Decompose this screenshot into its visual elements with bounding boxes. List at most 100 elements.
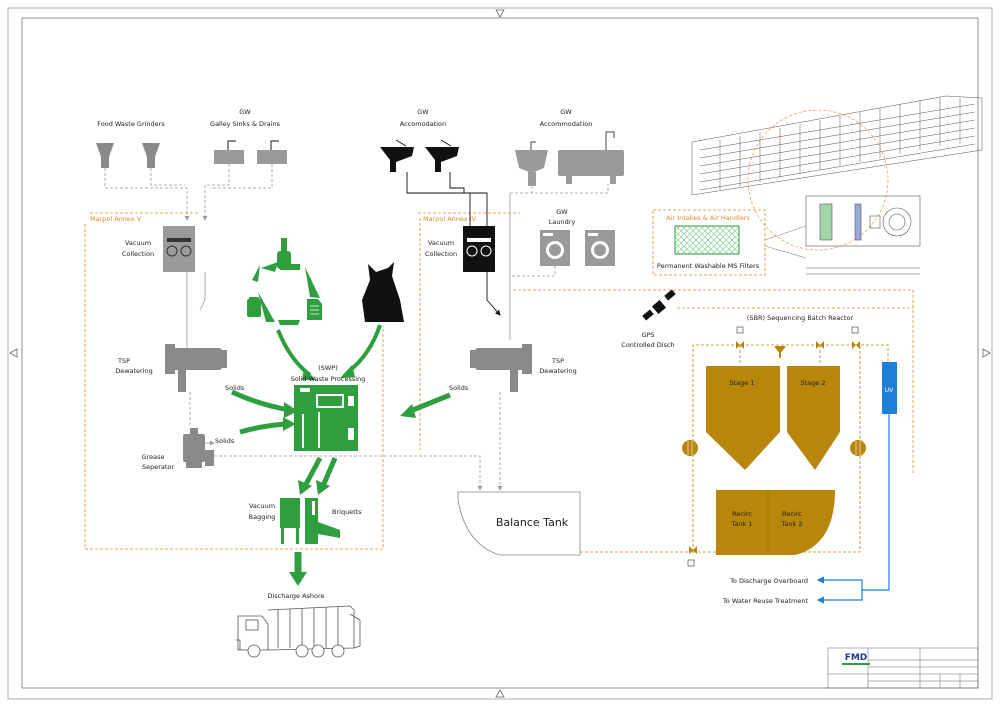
gw-galley-title: GW <box>239 108 251 116</box>
gw-laundry-title: GW <box>556 208 568 216</box>
vacuum-collection-left-icon <box>163 226 195 272</box>
vacuum-collection-right-label-1: Vacuum <box>428 239 454 247</box>
zone-borders <box>84 209 914 550</box>
balance-tank-icon <box>457 491 581 556</box>
mixer-icon <box>774 346 786 358</box>
gw-accom2-sub: Accommodation <box>540 120 593 128</box>
stage1-label: Stage 1 <box>730 379 755 387</box>
detail-callout-circle <box>747 109 889 251</box>
uv-unit <box>882 362 897 414</box>
swp-label-1: (SWP) <box>318 364 338 372</box>
vacuum-collection-right-icon <box>463 226 495 272</box>
recirc1-label-2: Tank 1 <box>731 520 753 528</box>
bathtub-icon <box>558 131 624 184</box>
gw-accom1-sub: Accomodation <box>400 120 446 128</box>
pump-icon-1 <box>682 440 698 456</box>
discharge-blue-pipes <box>816 414 890 604</box>
swp-to-briquett-arrow <box>320 457 338 487</box>
gw-laundry-sub: Laundry <box>549 218 576 226</box>
vacuum-bagging-label-2: Bagging <box>249 513 276 521</box>
vacuum-bagging-label-1: Vacuum <box>249 502 275 510</box>
solids-label-2: Solids <box>215 437 235 445</box>
briquett-arrowhead <box>316 480 330 495</box>
accom-black-pipes <box>406 172 501 316</box>
recirc-tank <box>716 490 835 555</box>
solids-arrow-2 <box>239 421 289 435</box>
vacuum-collection-left-label-1: Vacuum <box>125 239 151 247</box>
marpol-iv-label: Marpol Annex IV <box>423 215 477 223</box>
paper-icon <box>307 299 322 320</box>
accom-grey-pipes <box>510 184 609 194</box>
swp-machine-icon <box>294 385 358 451</box>
solids-label-1: Solids <box>225 384 245 392</box>
bagging-arrowhead <box>298 480 312 495</box>
valve-icons <box>689 341 860 554</box>
laundry-pipe <box>510 266 556 277</box>
toilet-icon-1 <box>380 139 414 172</box>
tsp-dewatering-left-icon <box>165 344 227 392</box>
tsp-dewatering-right-icon <box>470 344 532 392</box>
gw-galley-sub: Galley Sinks & Drains <box>210 120 281 128</box>
to-overboard-label: To Discharge Overboard <box>729 577 808 585</box>
title-block <box>827 647 979 689</box>
briquetting-icon <box>305 498 340 544</box>
briquetts-label: Briquetts <box>332 508 362 516</box>
grease-label-1: Grease <box>142 453 165 461</box>
swp-label-2: Solid Waste Processing <box>291 375 366 383</box>
washbasin-icon <box>515 141 548 186</box>
vacuum-collection-left-label-2: Collection <box>122 250 154 258</box>
gps-label-2: Controlled Disch <box>621 341 674 349</box>
stage2-label: Stage 2 <box>801 379 826 387</box>
recirc2-label-1: Recirc <box>782 510 802 518</box>
vacuum-bagging-icon <box>280 498 300 544</box>
recirc1-label-1: Recirc <box>732 510 752 518</box>
solids-arrowhead-3 <box>400 404 416 418</box>
bag-arrowhead <box>340 365 355 378</box>
discharge-ashore-label: Discharge Ashore <box>267 592 324 600</box>
to-reuse-label: To Water Reuse Treatment <box>722 597 809 605</box>
solids-label-3: Solids <box>449 384 469 392</box>
garbage-bag-icon <box>362 262 404 322</box>
sbr-label: (SBR) Sequencing Batch Reactor <box>747 314 853 322</box>
gw-accom1-title: GW <box>417 108 429 116</box>
ms-filter-icon <box>674 225 740 255</box>
galley-pipes <box>104 164 273 221</box>
satellite-icon <box>642 289 676 321</box>
galley-sink-icon-2 <box>257 140 287 164</box>
discharge-arrowhead <box>289 572 307 586</box>
vacuum-collection-right-label-2: Collection <box>425 250 457 258</box>
galley-to-grease-pipe <box>199 272 206 311</box>
fmd-logo-bar <box>842 663 870 665</box>
sheet-frame-outer <box>7 7 993 700</box>
cans-icon <box>247 297 261 317</box>
truck-icon <box>236 605 361 658</box>
pump-icon-2 <box>850 440 866 456</box>
sensor-icons <box>687 326 859 567</box>
solids-arrowhead-2 <box>283 417 296 431</box>
ms-filters-label: Permanent Washable MS Filters <box>657 262 760 270</box>
toilet-icon-2 <box>425 139 459 172</box>
tsp-left-label-2: Dewatering <box>115 367 153 375</box>
air-handler-unit-icon <box>805 195 921 275</box>
filter-callout-line <box>764 225 807 259</box>
tsp-right-label-2: Dewatering <box>539 367 577 375</box>
recycle-arrowhead <box>302 368 316 380</box>
uv-label: UV <box>885 387 894 394</box>
recirc2-label-2: Tank 2 <box>781 520 803 528</box>
grease-to-balance-pipe <box>214 455 483 491</box>
sbr-stage2-tank <box>787 366 840 470</box>
gw-accom2-title: GW <box>560 108 572 116</box>
gps-label-1: GPS <box>641 331 654 339</box>
bottle-icon <box>277 238 291 269</box>
tsp-right-label-1: TSP <box>551 357 564 365</box>
washing-machine-icon-1 <box>540 230 570 266</box>
grinder-icon-2 <box>142 143 160 168</box>
sbr-stage1-tank <box>706 366 780 470</box>
washing-machine-icon-2 <box>585 230 615 266</box>
sheet-frame-inner <box>21 17 979 689</box>
solids-arrow-1 <box>230 389 291 413</box>
bag-to-swp-arrow <box>346 324 382 374</box>
food-waste-grinders-label: Food Waste Grinders <box>97 120 165 128</box>
swp-to-bagging-arrow <box>302 456 323 488</box>
